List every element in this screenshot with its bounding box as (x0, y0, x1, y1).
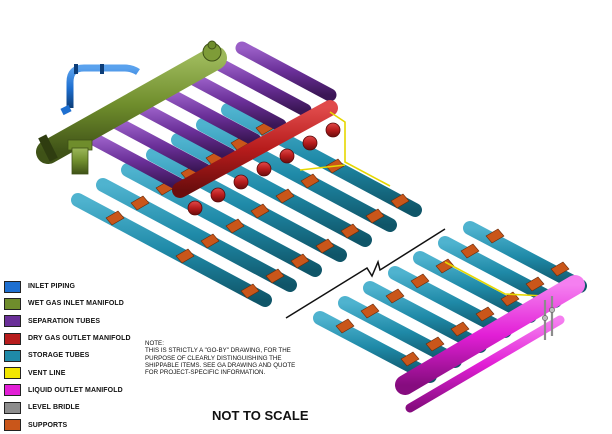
legend-swatch (4, 384, 21, 397)
support-saddle (290, 253, 310, 269)
separation-tube (185, 71, 287, 132)
legend-swatch (4, 297, 21, 310)
legend-swatch (4, 349, 21, 362)
support-saddle (275, 188, 295, 204)
support-saddle (225, 218, 245, 234)
support-saddle (400, 351, 420, 367)
support-saddle (300, 173, 320, 189)
note-title: NOTE: (145, 340, 164, 347)
note-line: PURPOSE OF CLEARLY DISTINGUISHING THE (145, 354, 282, 362)
break-line (285, 228, 446, 319)
support-saddle (365, 208, 385, 224)
not-to-scale-label: NOT TO SCALE (212, 408, 309, 423)
upper-storage-tubes (71, 103, 422, 307)
outlet-nozzle (256, 161, 272, 177)
legend-label: LIQUID OUTLET MANIFOLD (28, 386, 123, 394)
support-saddle (485, 228, 505, 244)
support-saddle (410, 273, 430, 289)
support-saddle (335, 318, 355, 334)
support-saddle (425, 336, 445, 352)
outlet-nozzle (233, 174, 249, 190)
legend-item: WET GAS INLET MANIFOLD (4, 295, 174, 312)
support-saddle (460, 243, 480, 259)
note-line: SHIPPABLE ITEMS. SEE GA DRAWING AND QUOT… (145, 361, 296, 369)
separation-tubes (85, 41, 337, 192)
legend-label: SEPARATION TUBES (28, 317, 101, 325)
support-saddle (315, 238, 335, 254)
lower-storage-tubes (313, 221, 587, 383)
outlet-nozzle (210, 187, 226, 203)
legend-item: INLET PIPING (4, 278, 174, 295)
support-saddle (130, 195, 150, 211)
separation-tube (160, 86, 262, 147)
legend-label: INLET PIPING (28, 283, 76, 291)
support-saddle (475, 306, 495, 322)
support-saddle (450, 321, 470, 337)
separation-tube (135, 101, 237, 162)
legend-swatch (4, 367, 21, 380)
outlet-nozzle (325, 122, 341, 138)
legend-swatch (4, 315, 21, 328)
legend-swatch (4, 401, 21, 414)
wet-gas-inlet-manifold (36, 40, 227, 175)
legend-item: LEVEL BRIDLE (4, 399, 174, 416)
support-saddle (240, 283, 260, 299)
dry-gas-outlet-manifold (172, 100, 341, 216)
legend-item: VENT LINE (4, 364, 174, 381)
liquid-outlet-manifold (395, 275, 585, 413)
legend-item: LIQUID OUTLET MANIFOLD (4, 382, 174, 399)
inlet-piping (60, 64, 140, 116)
support-saddle (250, 203, 270, 219)
legend-label: SUPPORTS (28, 421, 68, 429)
legend-label: LEVEL BRIDLE (28, 404, 80, 412)
support-saddle (385, 288, 405, 304)
separation-tube (85, 131, 187, 192)
separation-tube (235, 41, 337, 102)
level-bridle (542, 296, 555, 340)
support-saddle (175, 248, 195, 264)
legend-swatch (4, 280, 21, 293)
legend-item: DRY GAS OUTLET MANIFOLD (4, 330, 174, 347)
note-line: FOR PROJECT-SPECIFIC INFORMATION. (145, 369, 266, 377)
legend-label: VENT LINE (28, 369, 66, 377)
support-saddle (200, 233, 220, 249)
legend-item: STORAGE TUBES (4, 347, 174, 364)
separation-tube (210, 56, 312, 117)
support-saddle (340, 223, 360, 239)
legend-label: DRY GAS OUTLET MANIFOLD (28, 335, 131, 343)
legend: INLET PIPING WET GAS INLET MANIFOLD SEPARA… (4, 278, 174, 434)
outlet-nozzle (302, 135, 318, 151)
legend-label: WET GAS INLET MANIFOLD (28, 300, 124, 308)
support-saddle (265, 268, 285, 284)
support-saddle (105, 210, 125, 226)
outlet-nozzle (279, 148, 295, 164)
vent-line (299, 111, 546, 297)
support-saddle (360, 303, 380, 319)
legend-swatch (4, 419, 21, 432)
legend-item: SEPARATION TUBES (4, 313, 174, 330)
outlet-nozzle (187, 200, 203, 216)
support-saddle (390, 193, 410, 209)
note-line: THIS IS STRICTLY A "GO-BY" DRAWING, FOR … (145, 347, 291, 355)
support-saddle (525, 276, 545, 292)
support-saddle (550, 261, 570, 277)
note-block: NOTE: THIS IS STRICTLY A "GO-BY" DRAWING… (145, 340, 325, 376)
separation-tube (110, 116, 212, 177)
legend-swatch (4, 332, 21, 345)
legend-label: STORAGE TUBES (28, 352, 90, 360)
legend-item: SUPPORTS (4, 416, 174, 433)
